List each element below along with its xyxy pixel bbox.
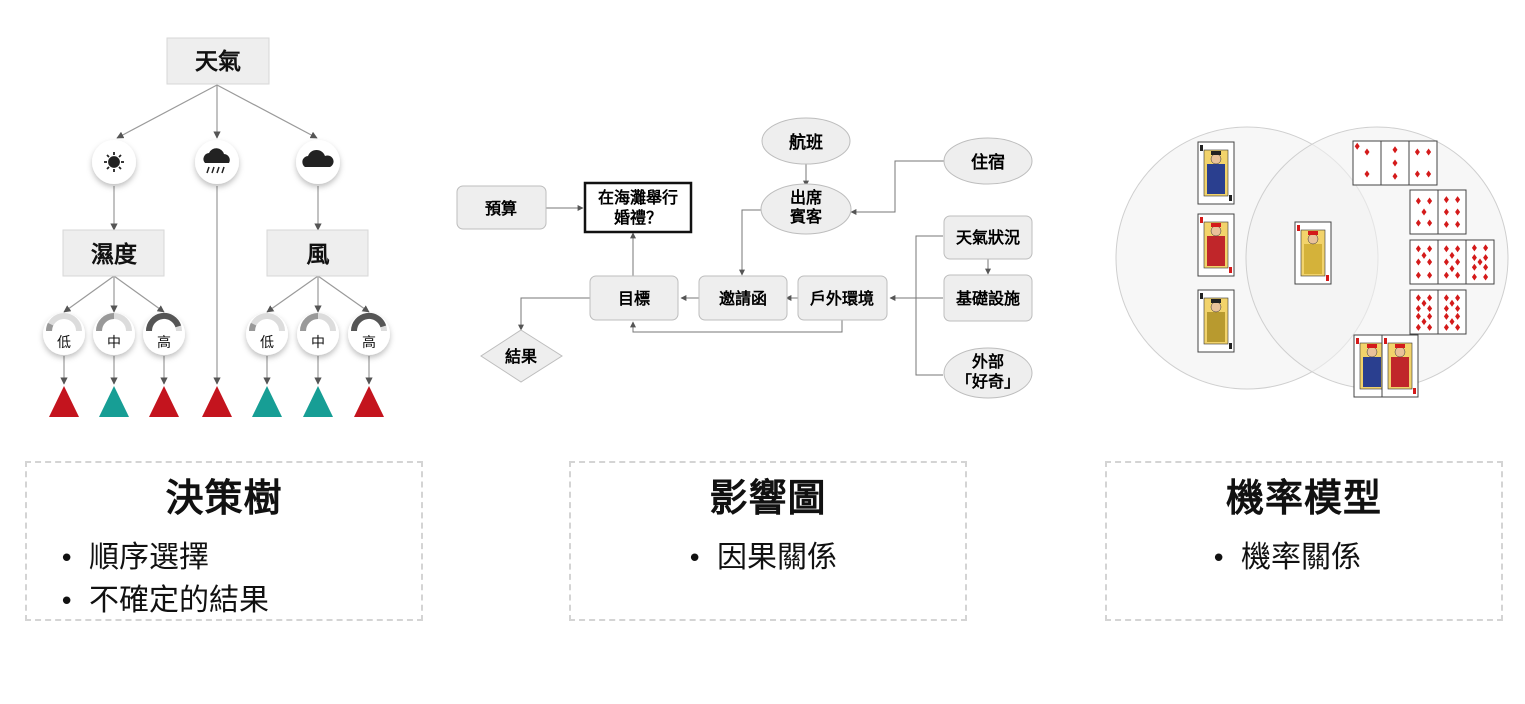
cloud-node	[296, 140, 340, 184]
three-of-diamonds-card	[1380, 140, 1410, 186]
invitation-node: 邀請函	[698, 275, 788, 321]
caption-list: 順序選擇 不確定的結果	[59, 537, 269, 623]
caption-title: 機率模型	[1225, 476, 1382, 520]
flight-label: 航班	[789, 132, 823, 153]
tree-edges	[60, 84, 373, 385]
queen-of-spades-card	[1197, 141, 1235, 205]
gauge-level-label: 低	[260, 335, 274, 351]
outcome-label: 結果	[505, 347, 537, 366]
budget-node: 預算	[456, 185, 547, 230]
two-of-diamonds-card	[1352, 140, 1382, 186]
gauge-level-label: 高	[157, 334, 171, 351]
infrastructure-node: 基礎設施	[943, 274, 1033, 322]
gauge-level-label: 中	[107, 335, 121, 351]
caption-item: 順序選擇	[59, 537, 269, 580]
outdoor-label: 戶外環境	[810, 289, 874, 308]
influence-edges	[518, 160, 991, 376]
ten-of-diamonds-b-card	[1437, 289, 1467, 335]
curiosity-node: 外部「好奇」	[943, 347, 1033, 399]
caption-decision-tree: 決策樹 順序選擇 不確定的結果	[25, 461, 423, 621]
good-outcome-triangle	[99, 386, 129, 417]
wind-node: 風	[266, 229, 369, 277]
bad-outcome-triangle	[49, 386, 79, 417]
tree-root-label: 天氣	[195, 48, 241, 75]
caption-probability-model: 機率模型 機率關係	[1105, 461, 1503, 621]
gauge-node: 中	[93, 313, 135, 355]
caption-list: 因果關係	[687, 537, 837, 580]
curiosity-label: 外部「好奇」	[956, 352, 1020, 391]
queen-of-hearts-card	[1197, 213, 1235, 277]
gauge-level-label: 高	[362, 334, 376, 351]
seven-of-diamonds-card	[1409, 239, 1439, 285]
invitation-label: 邀請函	[719, 289, 767, 308]
queen-of-diamonds-card	[1294, 221, 1332, 285]
weather-condition-node: 天氣狀況	[943, 215, 1033, 260]
caption-item: 因果關係	[687, 537, 837, 580]
lodging-label: 住宿	[971, 152, 1005, 173]
card-group	[1197, 140, 1495, 398]
influence-diagram: 航班 出席賓客 住宿 預算 在海灘舉行婚禮？ 天氣狀況 目標 邀請函	[456, 117, 1033, 399]
bad-outcome-triangle	[149, 386, 179, 417]
decision-label: 在海灘舉行婚禮？	[598, 188, 678, 227]
bad-outcome-triangle	[354, 386, 384, 417]
gauge-node: 中	[297, 313, 339, 355]
queen-of-clubs-card	[1197, 289, 1235, 353]
outcome-node: 結果	[480, 329, 563, 383]
cloud-icon	[302, 149, 334, 167]
flight-node: 航班	[761, 117, 851, 165]
gauge-level-label: 低	[57, 335, 71, 351]
weather-condition-label: 天氣狀況	[956, 228, 1020, 247]
attend-node: 出席賓客	[760, 183, 852, 235]
budget-label: 預算	[485, 199, 517, 218]
caption-influence-diagram: 影響圖 因果關係	[569, 461, 967, 621]
sun-icon	[104, 152, 124, 172]
caption-title: 影響圖	[709, 476, 827, 520]
caption-list: 機率關係	[1211, 537, 1361, 580]
goal-label: 目標	[618, 289, 650, 308]
sun-node	[92, 140, 136, 184]
infrastructure-label: 基礎設施	[955, 289, 1020, 308]
gauge-group: 低中高低中高	[43, 312, 390, 355]
caption-item: 機率關係	[1211, 537, 1361, 580]
nine-of-diamonds-card	[1465, 239, 1495, 285]
storm-icon	[203, 148, 230, 174]
caption-title: 決策樹	[165, 476, 283, 520]
gauge-node: 高	[143, 312, 185, 355]
king-of-diamonds-card	[1381, 334, 1419, 398]
lodging-node: 住宿	[943, 137, 1033, 185]
decision-node: 在海灘舉行婚禮？	[583, 181, 693, 234]
attend-label: 出席賓客	[789, 188, 823, 226]
probability-model	[1115, 126, 1509, 398]
good-outcome-triangle	[252, 386, 282, 417]
caption-item: 不確定的結果	[59, 580, 269, 623]
six-of-diamonds-card	[1437, 189, 1467, 235]
gauge-node: 高	[348, 312, 390, 355]
goal-node: 目標	[589, 275, 679, 321]
outcome-group	[49, 386, 384, 417]
tree-root-node: 天氣	[166, 37, 270, 85]
eight-of-diamonds-card	[1437, 239, 1467, 285]
humidity-label: 濕度	[91, 241, 138, 268]
decision-tree: 天氣	[43, 37, 390, 417]
storm-node	[195, 140, 239, 184]
good-outcome-triangle	[303, 386, 333, 417]
bad-outcome-triangle	[202, 386, 232, 417]
humidity-node: 濕度	[62, 229, 165, 277]
five-of-diamonds-card	[1409, 189, 1439, 235]
gauge-level-label: 中	[311, 335, 325, 351]
wind-label: 風	[307, 242, 330, 268]
four-of-diamonds-card	[1408, 140, 1438, 186]
outdoor-node: 戶外環境	[797, 275, 888, 321]
gauge-node: 低	[246, 313, 288, 355]
gauge-node: 低	[43, 313, 85, 355]
ten-of-diamonds-card	[1409, 289, 1439, 335]
